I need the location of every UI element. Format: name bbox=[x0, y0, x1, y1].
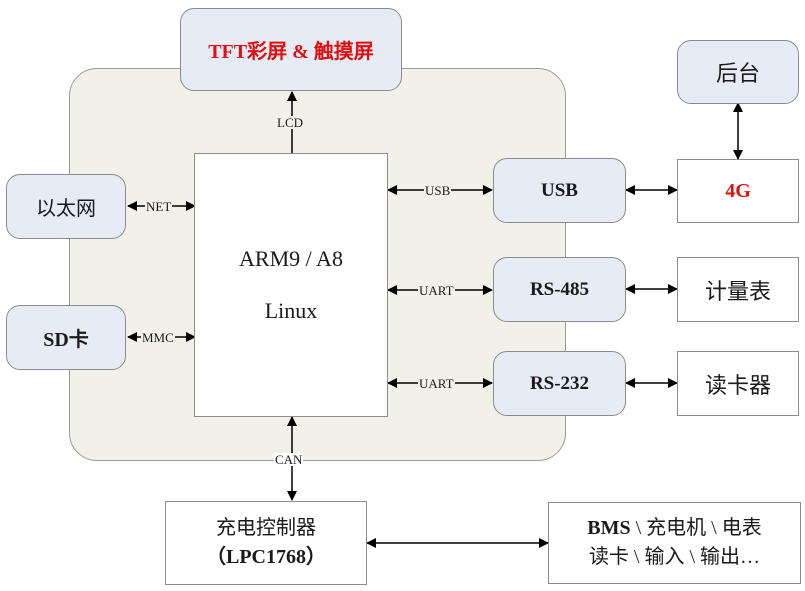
backend-server: 后台 bbox=[677, 40, 799, 104]
peripherals-line-1: BMS \ 充电机 \ 电表 bbox=[587, 517, 762, 539]
usb-label: USB bbox=[541, 179, 578, 201]
peripherals-line-2: 读卡 \ 输入 \ 输出… bbox=[588, 546, 761, 568]
peripherals-bms-label: BMS bbox=[587, 517, 631, 539]
card-reader-module: 读卡器 bbox=[677, 351, 799, 416]
link-label-can: CAN bbox=[274, 452, 304, 467]
rs232-label: RS-232 bbox=[529, 372, 590, 394]
rs485-label: RS-485 bbox=[529, 278, 590, 300]
link-label-uart-2: UART bbox=[418, 376, 455, 391]
backend-label: 后台 bbox=[715, 61, 760, 86]
meter-module: 计量表 bbox=[677, 257, 799, 322]
card-reader-label: 读卡器 bbox=[704, 372, 771, 398]
cpu-label-arch: ARM9 / A8 bbox=[239, 246, 343, 271]
cellular-4g-label: 4G bbox=[725, 179, 751, 202]
charge-controller-chip: （LPC1768） bbox=[206, 546, 326, 568]
cpu-module: ARM9 / A8 Linux bbox=[194, 153, 388, 417]
rs485-module: RS-485 bbox=[493, 257, 626, 322]
peripherals-module: BMS \ 充电机 \ 电表 读卡 \ 输入 \ 输出… bbox=[548, 502, 801, 584]
rs232-module: RS-232 bbox=[493, 351, 626, 416]
display-module: TFT彩屏 & 触摸屏 bbox=[180, 8, 402, 91]
link-label-uart-1: UART bbox=[418, 283, 455, 298]
cellular-4g-module: 4G bbox=[677, 159, 799, 223]
sd-card-label: SD卡 bbox=[43, 329, 89, 351]
link-label-usb: USB bbox=[424, 183, 452, 198]
usb-module: USB bbox=[493, 158, 626, 223]
link-label-lcd: LCD bbox=[276, 115, 304, 130]
display-label: TFT彩屏 & 触摸屏 bbox=[208, 41, 374, 63]
sd-card-module: SD卡 bbox=[6, 305, 126, 370]
ethernet-module: 以太网 bbox=[6, 174, 126, 239]
ethernet-label: 以太网 bbox=[36, 198, 96, 220]
link-label-net: NET bbox=[145, 199, 173, 214]
charge-controller-module: 充电控制器 （LPC1768） bbox=[165, 501, 367, 585]
cpu-label-os: Linux bbox=[264, 298, 318, 323]
charge-controller-label: 充电控制器 bbox=[216, 517, 316, 539]
meter-label: 计量表 bbox=[704, 278, 771, 304]
link-label-mmc: MMC bbox=[141, 330, 175, 345]
